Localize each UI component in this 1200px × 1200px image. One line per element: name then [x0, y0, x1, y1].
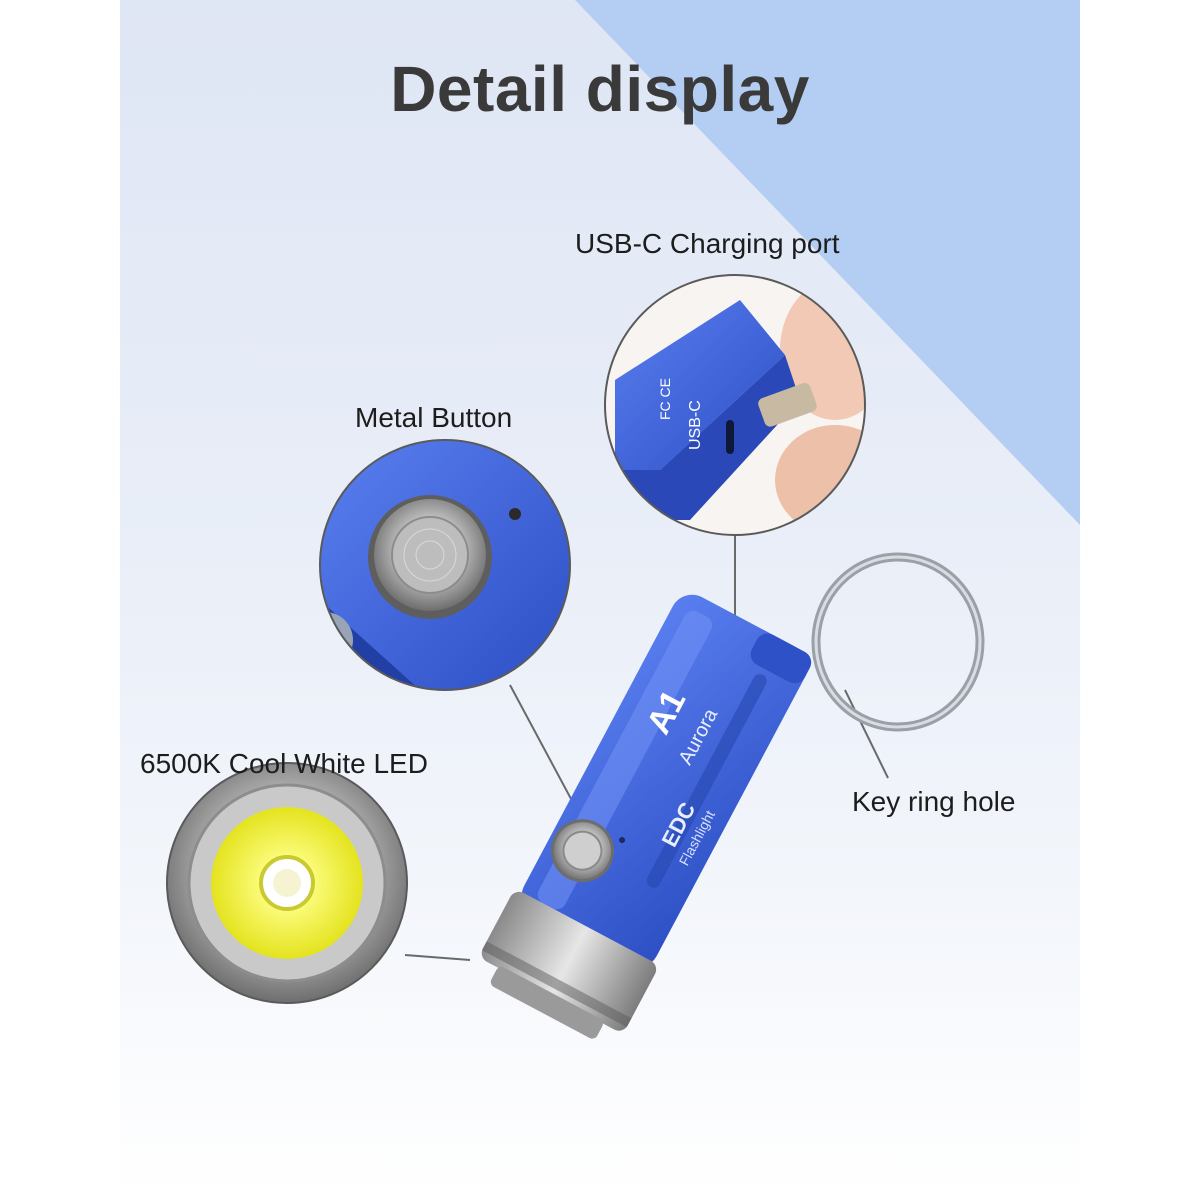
button-detail-circle — [319, 439, 571, 691]
usb-detail-circle: USB-C FC CE — [604, 274, 866, 536]
led-detail-circle — [166, 762, 408, 1004]
usb-charging-port-label: USB-C Charging port — [575, 228, 840, 259]
metal-button-label: Metal Button — [355, 402, 513, 433]
key-ring-hole-label: Key ring hole — [852, 786, 1016, 817]
cert-text: FC CE — [657, 378, 673, 420]
led-label: 6500K Cool White LED — [140, 748, 428, 779]
background-diagonal — [575, 0, 1080, 525]
usb-port-text: USB-C — [687, 400, 704, 450]
page-title: Detail display — [390, 53, 810, 125]
key-ring — [811, 552, 985, 732]
flashlight: A1 Aurora EDC Flashlight — [481, 594, 812, 1039]
